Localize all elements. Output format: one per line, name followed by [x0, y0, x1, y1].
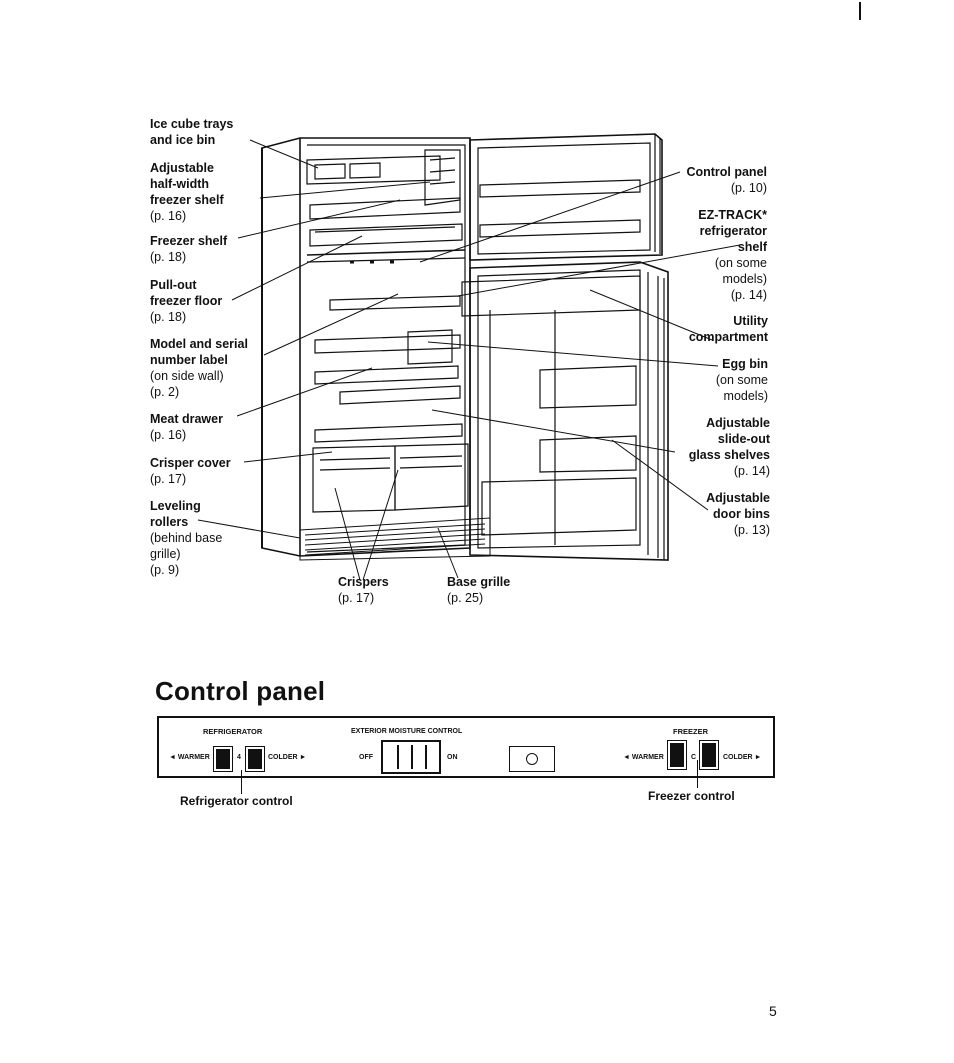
page-reference: (p. 17)	[338, 591, 375, 605]
page-reference: (p. 17)	[150, 472, 187, 486]
label-text: Adjustable	[706, 416, 770, 430]
refrigerator-control-label: Refrigerator control	[180, 794, 293, 808]
label-utility-compartment: Utility compartment	[640, 313, 768, 345]
refrigerator-door	[461, 261, 669, 561]
moisture-heading: EXTERIOR MOISTURE CONTROL	[351, 728, 463, 735]
label-note: (on some	[714, 256, 767, 270]
label-meat-drawer: Meat drawer (p. 16)	[150, 411, 223, 443]
freezer-colder-knob[interactable]	[699, 740, 719, 770]
label-egg-bin: Egg bin (on some models)	[640, 356, 768, 404]
freezer-colder-label: COLDER ►	[723, 754, 762, 761]
label-note: (behind base	[150, 531, 223, 545]
page-reference: (p. 25)	[447, 591, 484, 605]
page-reference: (p. 16)	[150, 428, 187, 442]
page-reference: (p. 18)	[150, 310, 187, 324]
refrigerator-colder-knob[interactable]	[245, 746, 265, 772]
label-text: freezer floor	[150, 294, 223, 308]
label-text: number label	[150, 353, 228, 367]
label-text: Crispers	[338, 575, 389, 589]
label-text: glass shelves	[688, 448, 770, 462]
page-reference: (p. 14)	[730, 288, 767, 302]
freezer-interior	[306, 149, 466, 256]
label-crisper-cover: Crisper cover (p. 17)	[150, 455, 231, 487]
label-base-grille: Base grille (p. 25)	[447, 574, 510, 606]
section-title: Control panel	[155, 676, 326, 706]
control-panel-box: REFRIGERATOR ◄ WARMER 4 COLDER ► EXTERIO…	[157, 716, 775, 778]
freezer-door	[469, 133, 663, 261]
label-note: grille)	[150, 547, 181, 561]
lamp-circle-icon	[526, 753, 538, 765]
label-freezer-shelf: Freezer shelf (p. 18)	[150, 233, 227, 265]
page-reference: (p. 18)	[150, 250, 187, 264]
label-text: Ice cube trays	[150, 117, 234, 131]
label-leveling-rollers: Leveling rollers (behind base grille) (p…	[150, 498, 222, 578]
freezer-warmer-knob[interactable]	[667, 740, 687, 770]
refrigerator-diagram	[197, 133, 741, 581]
freezer-warmer-label: ◄ WARMER	[623, 754, 664, 761]
label-text: freezer shelf	[150, 193, 224, 207]
label-text: Meat drawer	[150, 412, 223, 426]
fresh-food-interior	[306, 257, 469, 513]
label-ez-track-shelf: EZ-TRACK* refrigerator shelf (on some mo…	[640, 207, 767, 303]
label-text: Freezer shelf	[150, 234, 228, 248]
page-reference: (p. 16)	[150, 209, 187, 223]
refrigerator-heading: REFRIGERATOR	[203, 727, 263, 736]
label-text: door bins	[713, 507, 770, 521]
label-text: Utility	[733, 314, 768, 328]
base-grille	[299, 517, 491, 561]
freezer-heading: FREEZER	[673, 727, 709, 736]
label-note: (on some	[715, 373, 768, 387]
indicator-lamp	[509, 746, 555, 772]
moisture-off-label: OFF	[359, 754, 373, 761]
refrigerator-setting: 4	[237, 754, 241, 761]
cabinet-outline	[261, 137, 471, 557]
freezer-setting: C	[691, 754, 697, 761]
refrigerator-warmer-label: ◄ WARMER	[169, 754, 210, 761]
page-reference: (p. 10)	[730, 181, 767, 195]
page-reference: (p. 2)	[150, 385, 180, 399]
label-text: Base grille	[447, 575, 511, 589]
label-text: Pull-out	[150, 278, 197, 292]
label-note: (on side wall)	[150, 369, 224, 383]
label-text: compartment	[688, 330, 768, 344]
page-number: 5	[769, 1003, 777, 1019]
label-text: and ice bin	[150, 133, 216, 147]
label-crispers: Crispers (p. 17)	[338, 574, 389, 606]
label-pull-out-freezer-floor: Pull-out freezer floor (p. 18)	[150, 277, 222, 325]
label-text: Control panel	[686, 165, 767, 179]
label-door-bins: Adjustable door bins (p. 13)	[640, 490, 770, 538]
label-model-serial: Model and serial number label (on side w…	[150, 336, 248, 400]
freezer-control-leader	[697, 760, 698, 788]
refrigerator-control-leader	[241, 770, 242, 794]
label-text: Model and serial	[150, 337, 248, 351]
label-text: Crisper cover	[150, 456, 231, 470]
label-text: Egg bin	[722, 357, 768, 371]
label-text: shelf	[737, 240, 767, 254]
refrigerator-colder-label: COLDER ►	[268, 754, 307, 761]
leader-lines	[197, 139, 741, 581]
page-reference: (p. 14)	[733, 464, 770, 478]
label-text: Adjustable	[706, 491, 770, 505]
label-text: refrigerator	[699, 224, 767, 238]
label-half-width-freezer-shelf: Adjustable half-width freezer shelf (p. …	[150, 160, 224, 224]
label-text: half-width	[150, 177, 210, 191]
label-text: Adjustable	[150, 161, 214, 175]
label-text: Leveling	[150, 499, 201, 513]
label-text: EZ-TRACK*	[698, 208, 767, 222]
moisture-rocker-switch[interactable]	[381, 740, 441, 774]
label-text: slide-out	[717, 432, 770, 446]
freezer-control-label: Freezer control	[648, 789, 735, 803]
label-control-panel: Control panel (p. 10)	[640, 164, 767, 196]
refrigerator-warmer-knob[interactable]	[213, 746, 233, 772]
label-text: rollers	[150, 515, 189, 529]
label-glass-shelves: Adjustable slide-out glass shelves (p. 1…	[640, 415, 770, 479]
page-reference: (p. 9)	[150, 563, 180, 577]
page-reference: (p. 13)	[733, 523, 770, 537]
moisture-on-label: ON	[447, 754, 458, 761]
crop-mark	[859, 2, 861, 20]
label-note: models)	[722, 272, 767, 286]
label-ice-cube-trays: Ice cube trays and ice bin	[150, 116, 233, 148]
label-note: models)	[723, 389, 768, 403]
